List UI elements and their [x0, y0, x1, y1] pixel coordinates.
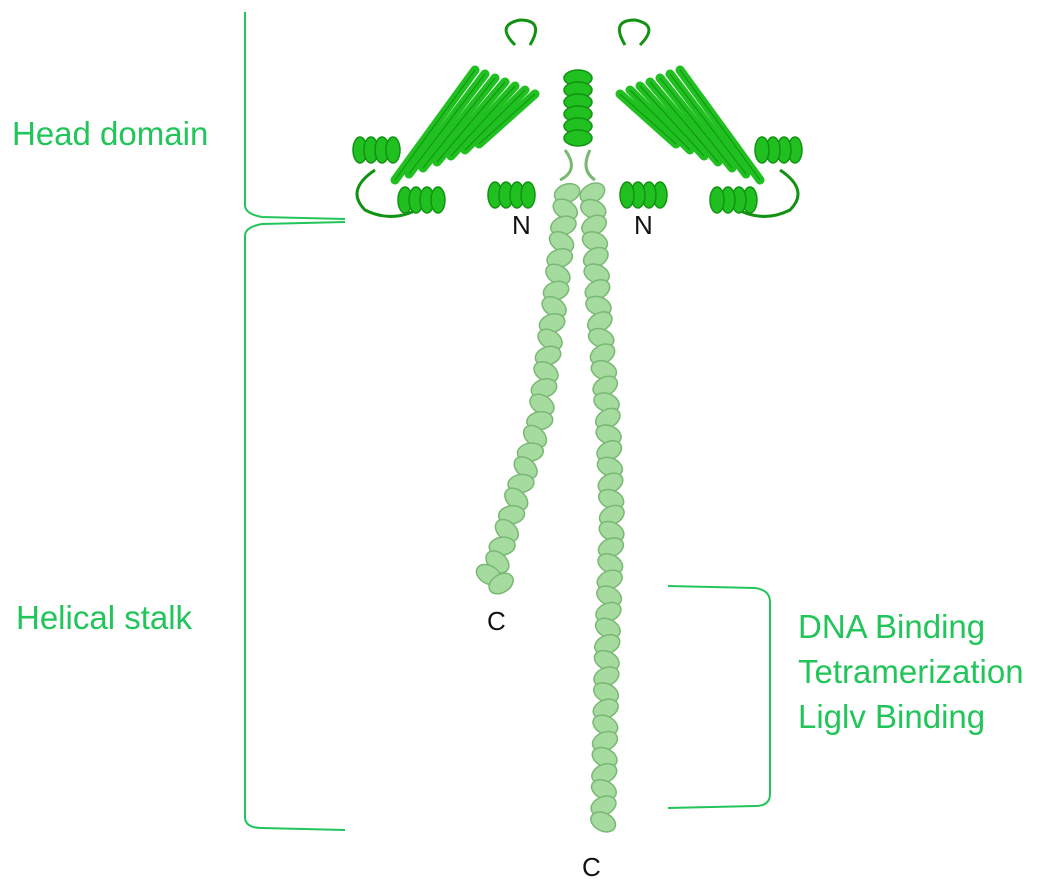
head-helix-turn: [386, 137, 400, 163]
central-helix-turn: [564, 130, 592, 146]
head-domain-left-lobe: [353, 20, 536, 216]
function-liglv-binding: Liglv Binding: [798, 694, 1024, 739]
head-domain-label: Head domain: [12, 114, 208, 154]
head-helix-turn: [620, 182, 634, 208]
head-helix-turn: [521, 182, 535, 208]
head-domain-central-helix: [560, 70, 595, 180]
helical-stalk-bracket: [245, 222, 345, 830]
head-helix-turn: [755, 137, 769, 163]
n-terminus-right-label: N: [634, 210, 653, 240]
n-terminus-left-label: N: [512, 210, 531, 240]
helical-stalk-right-helix: [577, 179, 628, 836]
function-list: DNA Binding Tetramerization Liglv Bindin…: [798, 604, 1024, 739]
head-domain-bracket: [245, 12, 345, 219]
function-dna-binding: DNA Binding: [798, 604, 1024, 649]
c-terminus-right-label: C: [582, 852, 601, 882]
head-helix-turn: [710, 187, 724, 213]
head-loop: [619, 20, 649, 45]
head-loop: [506, 20, 536, 45]
helical-stalk-label: Helical stalk: [16, 598, 192, 638]
function-region-bracket: [668, 586, 770, 808]
c-terminus-left-label: C: [487, 606, 506, 636]
head-stalk-linker: [560, 150, 595, 180]
head-helix-turn: [431, 187, 445, 213]
function-tetramerization: Tetramerization: [798, 649, 1024, 694]
helical-stalk-left-helix: [473, 180, 582, 598]
head-domain-right-lobe: [619, 20, 802, 216]
